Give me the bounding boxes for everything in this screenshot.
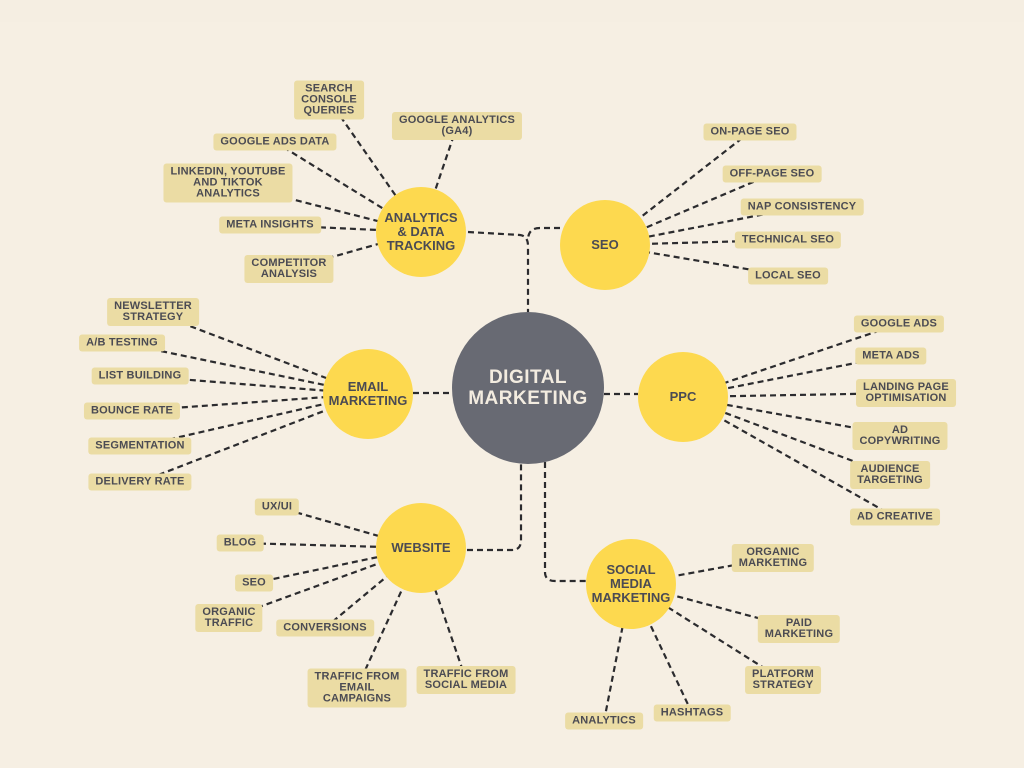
- seo-leaf-node: LOCAL SEO: [748, 267, 828, 285]
- website-leaf-node: TRAFFIC FROM EMAIL CAMPAIGNS: [307, 668, 407, 708]
- hub-node-email: EMAIL MARKETING: [323, 349, 413, 439]
- connector-center-website: [467, 462, 523, 552]
- connector-website-leaf: [355, 547, 423, 689]
- connector-center-seo: [526, 226, 560, 241]
- seo-leaf-node: ON-PAGE SEO: [703, 123, 797, 141]
- connector-center-social: [543, 462, 587, 583]
- ppc-leaf-node: LANDING PAGE OPTIMISATION: [856, 379, 956, 407]
- hub-node-website: WEBSITE: [376, 503, 466, 593]
- analytics-leaf-node: COMPETITOR ANALYSIS: [244, 255, 334, 283]
- analytics-leaf-node: LINKEDIN, YOUTUBE AND TIKTOK ANALYTICS: [163, 163, 293, 203]
- website-leaf-node: ORGANIC TRAFFIC: [195, 604, 263, 632]
- hub-node-seo: SEO: [560, 200, 650, 290]
- hub-node-analytics: ANALYTICS & DATA TRACKING: [376, 187, 466, 277]
- email-leaf-node: BOUNCE RATE: [83, 402, 181, 420]
- social-leaf-node: HASHTAGS: [653, 704, 731, 722]
- website-leaf-node: TRAFFIC FROM SOCIAL MEDIA: [416, 666, 516, 694]
- email-leaf-node: LIST BUILDING: [91, 367, 189, 385]
- hub-node-ppc: PPC: [638, 352, 728, 442]
- ppc-leaf-node: META ADS: [855, 347, 927, 365]
- ppc-leaf-node: GOOGLE ADS: [853, 315, 945, 333]
- social-leaf-node: ANALYTICS: [565, 712, 643, 730]
- center-node-digital-marketing: DIGITAL MARKETING: [452, 312, 604, 464]
- seo-leaf-node: OFF-PAGE SEO: [722, 165, 822, 183]
- social-leaf-node: ORGANIC MARKETING: [731, 544, 815, 572]
- ppc-leaf-node: AD CREATIVE: [850, 508, 940, 526]
- website-leaf-node: BLOG: [216, 534, 264, 552]
- connector-email-leaf: [121, 341, 369, 396]
- website-leaf-node: CONVERSIONS: [276, 619, 374, 637]
- email-leaf-node: A/B TESTING: [79, 334, 165, 352]
- connector-social-leaf: [602, 583, 633, 722]
- hub-node-social: SOCIAL MEDIA MARKETING: [586, 539, 676, 629]
- connector-center-analytics: [467, 230, 530, 312]
- ppc-leaf-node: AD COPYWRITING: [852, 422, 948, 450]
- connector-social-leaf: [630, 583, 693, 714]
- website-leaf-node: SEO: [235, 574, 273, 592]
- ppc-leaf-node: AUDIENCE TARGETING: [850, 461, 930, 489]
- analytics-leaf-node: META INSIGHTS: [219, 216, 321, 234]
- seo-leaf-node: NAP CONSISTENCY: [740, 198, 864, 216]
- analytics-leaf-node: GOOGLE ANALYTICS (GA4): [391, 112, 523, 140]
- seo-leaf-node: TECHNICAL SEO: [734, 231, 842, 249]
- analytics-leaf-node: GOOGLE ADS DATA: [213, 133, 337, 151]
- social-leaf-node: PLATFORM STRATEGY: [745, 666, 821, 694]
- social-leaf-node: PAID MARKETING: [757, 615, 841, 643]
- email-leaf-node: SEGMENTATION: [88, 437, 192, 455]
- analytics-leaf-node: SEARCH CONSOLE QUERIES: [294, 80, 364, 120]
- email-leaf-node: DELIVERY RATE: [88, 473, 192, 491]
- connector-website-leaf: [419, 547, 468, 681]
- email-leaf-node: NEWSLETTER STRATEGY: [107, 298, 199, 326]
- website-leaf-node: UX/UI: [254, 498, 300, 516]
